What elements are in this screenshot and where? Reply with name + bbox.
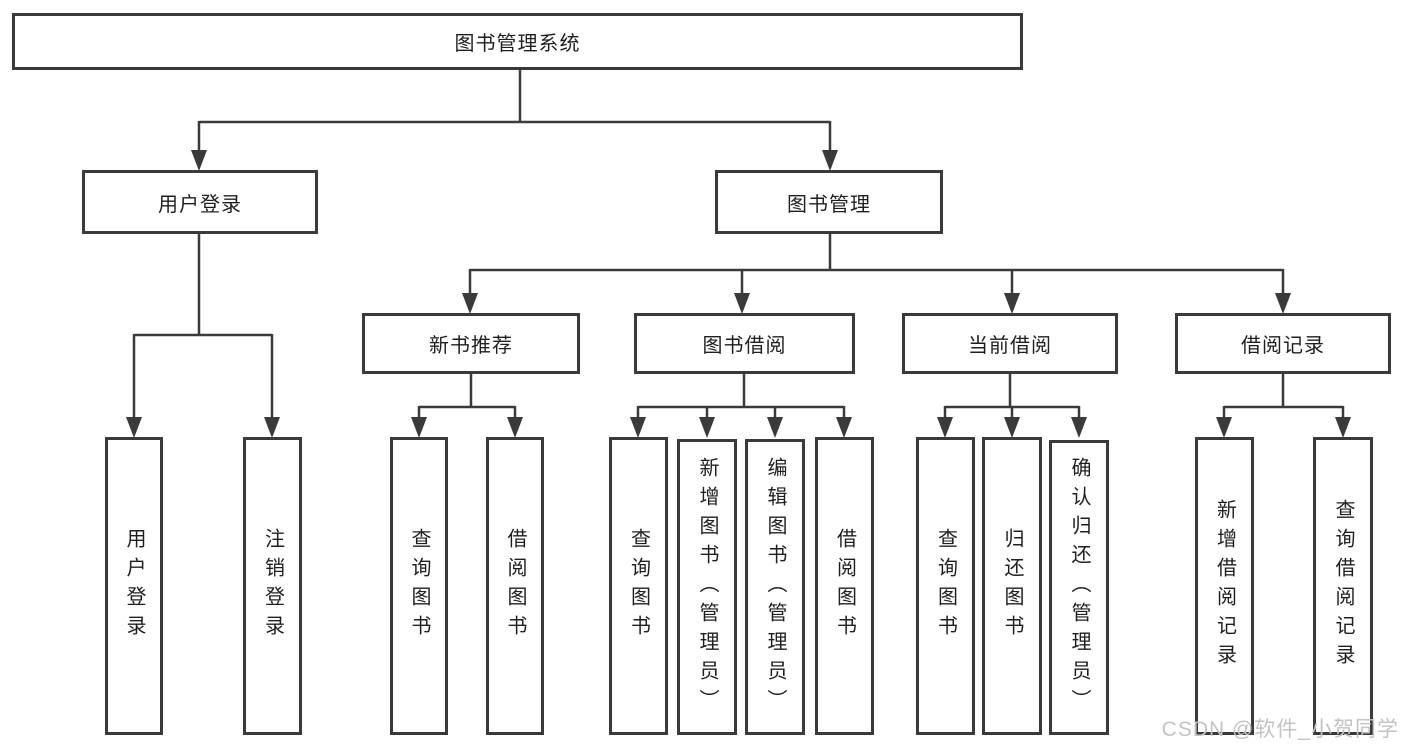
arrowheads-book-borrow	[630, 417, 852, 438]
node-leaf-return-book: 归还图书	[982, 437, 1042, 735]
csdn-watermark: CSDN @软件_小贺同学	[1161, 718, 1399, 741]
node-leaf-query-borrow-record: 查询借阅记录	[1313, 437, 1373, 735]
arrowheads-book-mgmt	[462, 293, 1291, 314]
edges-root	[197, 70, 832, 152]
node-new-book-recommend: 新书推荐	[362, 313, 580, 374]
node-leaf-edit-book-admin: 编辑图书（管理员）	[745, 439, 805, 735]
node-leaf-query-book-3: 查询图书	[916, 437, 975, 735]
node-book-management: 图书管理	[715, 170, 943, 234]
node-leaf-borrow-book-2: 借阅图书	[815, 437, 874, 735]
edges-book-borrow	[636, 374, 846, 420]
node-borrow-records: 借阅记录	[1175, 313, 1391, 374]
node-root-system: 图书管理系统	[12, 13, 1023, 70]
arrowheads-user-login	[126, 417, 280, 438]
node-leaf-borrow-book-1: 借阅图书	[486, 437, 544, 735]
node-leaf-add-book-admin: 新增图书（管理员）	[677, 439, 737, 735]
edges-user-login	[132, 234, 274, 420]
node-current-borrow: 当前借阅	[902, 313, 1118, 374]
edges-book-mgmt	[468, 234, 1285, 296]
node-leaf-add-borrow-record: 新增借阅记录	[1195, 437, 1254, 735]
arrowheads-current-borrow	[937, 417, 1087, 438]
edges-borrow-records	[1222, 374, 1345, 420]
node-leaf-user-login: 用户登录	[105, 437, 163, 735]
edges-current-borrow	[943, 374, 1081, 420]
node-leaf-query-book-1: 查询图书	[390, 437, 448, 735]
node-user-login: 用户登录	[82, 170, 318, 234]
node-leaf-query-book-2: 查询图书	[609, 437, 668, 735]
node-leaf-logout: 注销登录	[243, 437, 302, 735]
arrowheads-root	[191, 150, 838, 171]
arrowheads-new-book	[411, 417, 523, 438]
arrowheads-borrow-records	[1216, 417, 1351, 438]
node-book-borrow: 图书借阅	[634, 313, 855, 374]
edges-new-book	[417, 374, 517, 420]
node-leaf-confirm-return-admin: 确认归还（管理员）	[1049, 440, 1109, 735]
